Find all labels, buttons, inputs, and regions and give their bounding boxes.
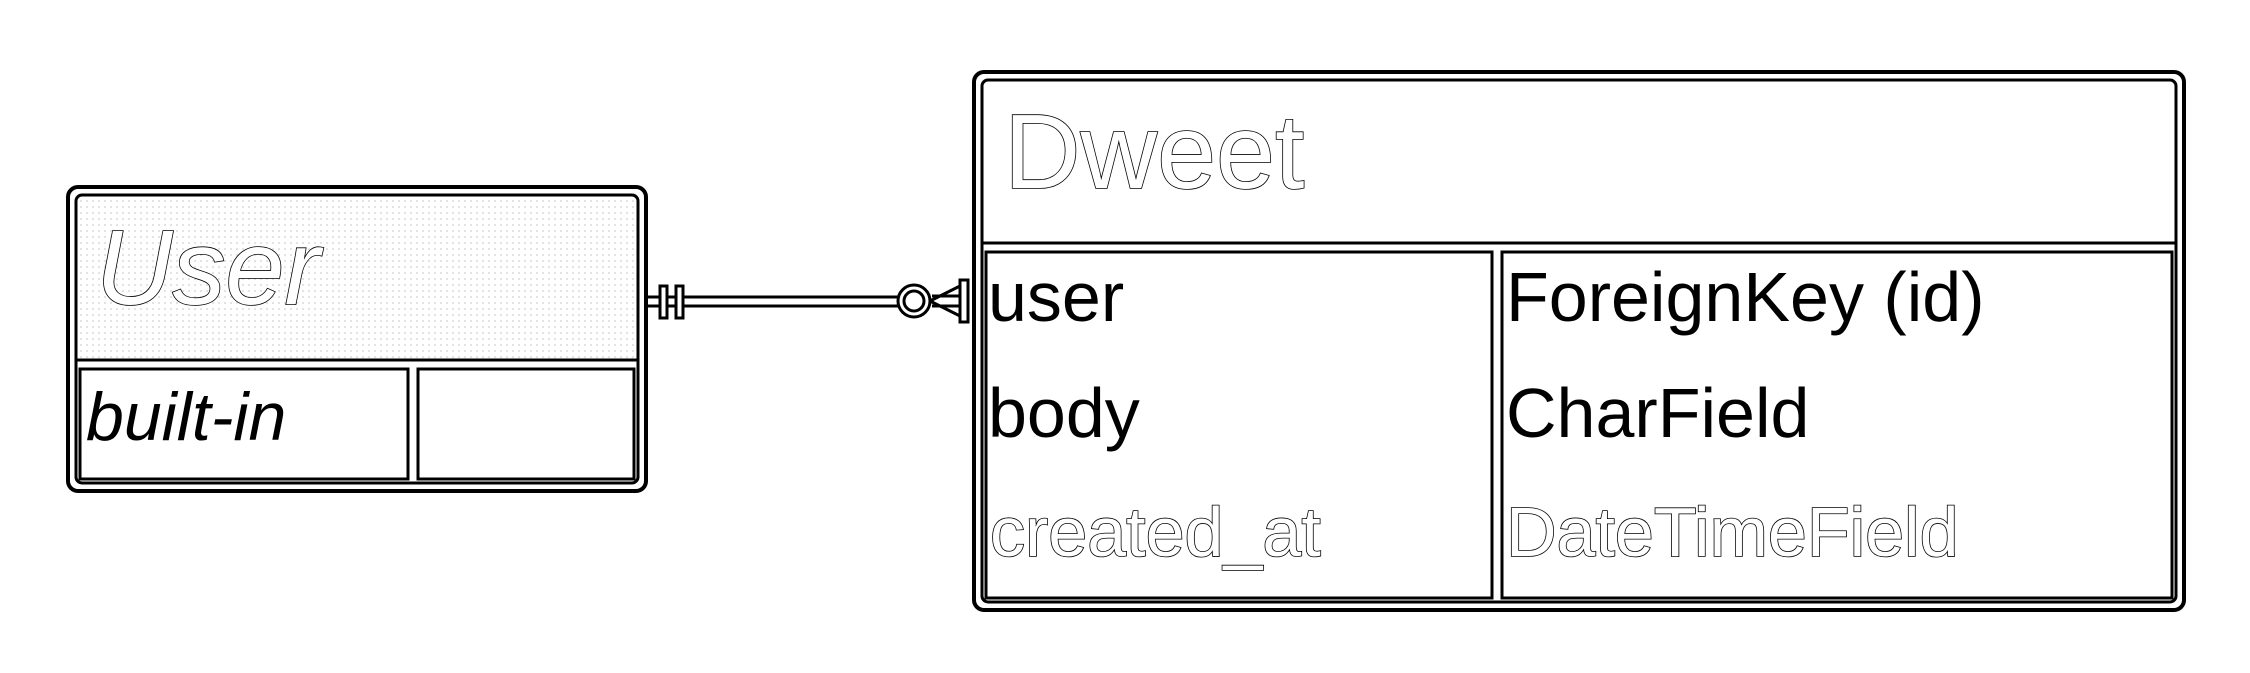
user-row-type-cell <box>416 367 636 481</box>
relationship-connector[interactable] <box>646 278 970 324</box>
user-header-fill <box>79 198 635 358</box>
user-row-name-cell <box>78 367 410 481</box>
user-entity-inner-border <box>74 193 640 485</box>
dweet-name-column <box>984 250 1494 600</box>
dweet-field-created-at-name: created_at <box>990 493 1321 571</box>
dweet-field-body-name: body <box>988 374 1140 452</box>
dweet-field-user-type: ForeignKey (id) <box>1506 258 1985 336</box>
dweet-entity[interactable]: Dweet user ForeignKey (id) body CharFiel… <box>972 70 2186 612</box>
user-entity-title: User <box>96 209 324 327</box>
dweet-field-body-type: CharField <box>1506 374 1809 452</box>
dweet-entity-inner-border <box>980 78 2178 604</box>
user-entity[interactable]: User built-in <box>66 185 648 493</box>
dweet-field-user-name: user <box>988 258 1124 336</box>
user-row-name: built-in <box>86 379 286 455</box>
dweet-field-created-at-type: DateTimeField <box>1506 493 1959 571</box>
exactly-one-marker-icon <box>658 284 685 320</box>
dweet-type-column <box>1500 250 2174 600</box>
zero-or-many-marker-icon <box>896 278 970 324</box>
dweet-entity-title: Dweet <box>1004 93 1304 211</box>
